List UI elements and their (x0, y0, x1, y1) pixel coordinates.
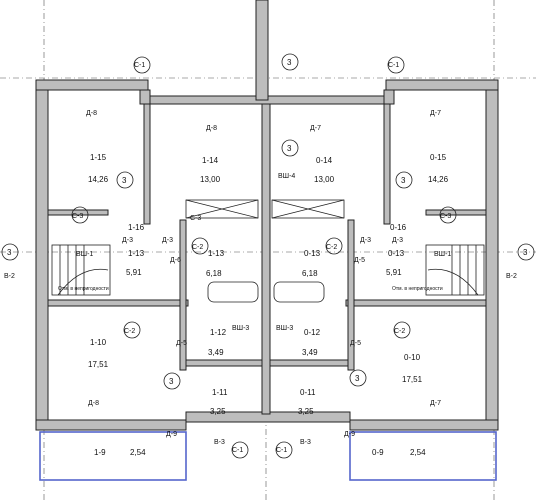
partition-label: С-3 (440, 213, 451, 220)
marker-label: 3 (122, 176, 127, 185)
room-area: 13,00 (314, 175, 335, 184)
wardrobe-boxes (185, 199, 345, 219)
bathtub-right (273, 281, 325, 303)
room-area: 5,91 (386, 268, 402, 277)
shaft-label: ВШ-1 (76, 251, 93, 258)
partition-label: С-2 (124, 328, 135, 335)
room-id: 0-16 (390, 223, 407, 232)
door-label: Д-5 (350, 340, 361, 347)
door-label: Д-8 (86, 110, 97, 117)
marker-label: 3 (401, 176, 406, 185)
door-label: Д-9 (344, 431, 355, 438)
door-label: Д-6 (170, 257, 181, 264)
note: Отм. в непригодности (392, 286, 443, 292)
shaft-label: ВШ-4 (278, 173, 295, 180)
door-label: Д-8 (206, 125, 217, 132)
door-label: Д-7 (310, 125, 321, 132)
room-id: 1-15 (90, 153, 107, 162)
room-area: 6,18 (302, 269, 318, 278)
room-id: 0-14 (316, 156, 333, 165)
door-label: Д-5 (176, 340, 187, 347)
room-id: 0-11 (300, 388, 316, 397)
room-id: 0-15 (430, 153, 447, 162)
stairs-right (425, 244, 485, 296)
shaft-label: ВШ-3 (276, 325, 293, 332)
room-area: 3,49 (208, 348, 224, 357)
shaft-label: ВШ-3 (232, 325, 249, 332)
room-id: 1-12 (210, 328, 227, 337)
door-label: Д-3 (392, 237, 403, 244)
outer-walls (35, 0, 499, 431)
room-id: 1-13 (208, 249, 225, 258)
room-area: 17,51 (402, 375, 423, 384)
door-label: Д-5 (354, 257, 365, 264)
shaft-label: ВШ-1 (434, 251, 451, 258)
axis-left-side: В-2 (4, 273, 15, 280)
room-area: 6,18 (206, 269, 222, 278)
partition-label: С-1 (134, 62, 145, 69)
room-id: 1-10 (90, 338, 107, 347)
stairs-left (51, 244, 111, 296)
axis-right: 3 (523, 248, 528, 257)
room-id: 1-11 (212, 388, 228, 397)
door-label: Д-3 (122, 237, 133, 244)
partition-label: С-2 (192, 244, 203, 251)
room-area: 14,26 (88, 175, 109, 184)
partition-label: С-3 (72, 213, 83, 220)
room-id: 1-14 (202, 156, 219, 165)
room-id: 0-10 (404, 353, 421, 362)
partition-label: С-1 (276, 447, 287, 454)
room-id: 0-9 (372, 448, 384, 457)
room-area: 3,49 (302, 348, 318, 357)
room-id: 0-12 (304, 328, 321, 337)
room-id: 0-13 (304, 249, 321, 258)
door-label: Д-3 (360, 237, 371, 244)
door-label: Д-8 (88, 400, 99, 407)
door-label: Д-7 (430, 400, 441, 407)
room-area: 3,25 (298, 407, 314, 416)
room-area: 17,51 (88, 360, 109, 369)
partition-label: С-1 (388, 62, 399, 69)
room-area: 13,00 (200, 175, 221, 184)
marker-label: 3 (355, 374, 360, 383)
axis-top: 3 (287, 58, 292, 67)
partition-label: В-3 (300, 439, 311, 446)
bathtub-left (207, 281, 259, 303)
room-id: 1-9 (94, 448, 106, 457)
axis-bubbles (1, 53, 535, 390)
room-area: 2,54 (130, 448, 146, 457)
room-area: 2,54 (410, 448, 426, 457)
marker-label: 3 (287, 144, 292, 153)
door-label: Д-7 (430, 110, 441, 117)
partition-label: С-2 (326, 244, 337, 251)
interior-walls (47, 103, 487, 415)
partition-bubbles (71, 56, 457, 459)
axis-left: 3 (7, 248, 12, 257)
door-label: Д-3 (162, 237, 173, 244)
partition-label: В-3 (214, 439, 225, 446)
partition-label: С-2 (394, 328, 405, 335)
axis-right-side: В-2 (506, 273, 517, 280)
marker-label: 3 (169, 377, 174, 386)
room-area: 5,91 (126, 268, 142, 277)
partition-label: С-1 (232, 447, 243, 454)
balcony-right (349, 431, 497, 481)
room-area: 14,26 (428, 175, 449, 184)
room-id: 1-13 (128, 249, 145, 258)
note: Отм. в непригодности (58, 286, 109, 292)
room-area: 3,25 (210, 407, 226, 416)
room-id: 1-16 (128, 223, 145, 232)
room-id: 0-13 (388, 249, 405, 258)
door-label: Д-9 (166, 431, 177, 438)
balcony-left (39, 431, 187, 481)
partition-label: С-3 (190, 215, 201, 222)
